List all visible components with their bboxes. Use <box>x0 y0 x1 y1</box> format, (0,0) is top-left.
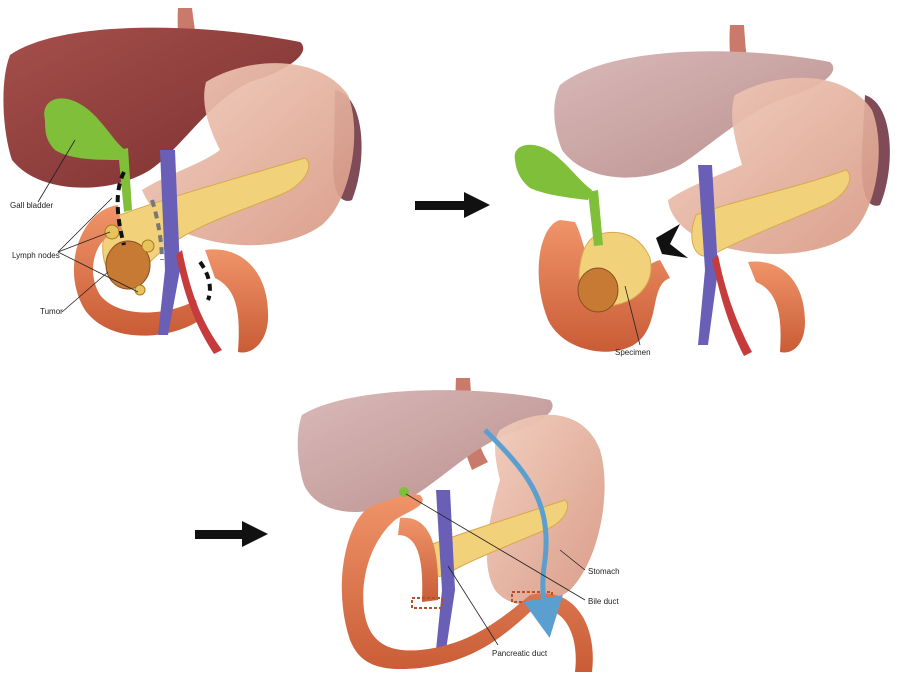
chevron-arrow-icon <box>656 224 688 258</box>
artery <box>712 255 752 356</box>
bile-duct-stump <box>399 487 409 497</box>
specimen <box>515 145 670 352</box>
pancreatic-duct-label: Pancreatic duct <box>492 649 548 658</box>
panel-before: Gall bladder Lymph nodes Tumor <box>3 8 361 354</box>
lymph-node <box>135 285 145 295</box>
right-arrow-icon <box>415 192 490 218</box>
cut-line <box>200 262 210 300</box>
tumor-label: Tumor <box>40 307 63 316</box>
lymph-node <box>105 225 119 239</box>
bile-duct-label: Bile duct <box>588 597 619 606</box>
lymph-nodes-label: Lymph nodes <box>12 251 60 260</box>
panel-reconstruction: Stomach Bile duct Pancreatic duct <box>298 378 620 672</box>
stomach-label: Stomach <box>588 567 620 576</box>
specimen-label: Specimen <box>615 348 651 357</box>
panel-resection: Specimen <box>515 25 890 357</box>
jejunum <box>748 262 805 353</box>
jejunum <box>205 249 268 352</box>
gall-bladder-label: Gall bladder <box>10 201 53 210</box>
jejunum-limb <box>398 518 438 602</box>
lymph-node <box>142 240 154 252</box>
right-arrow-icon <box>195 521 268 547</box>
